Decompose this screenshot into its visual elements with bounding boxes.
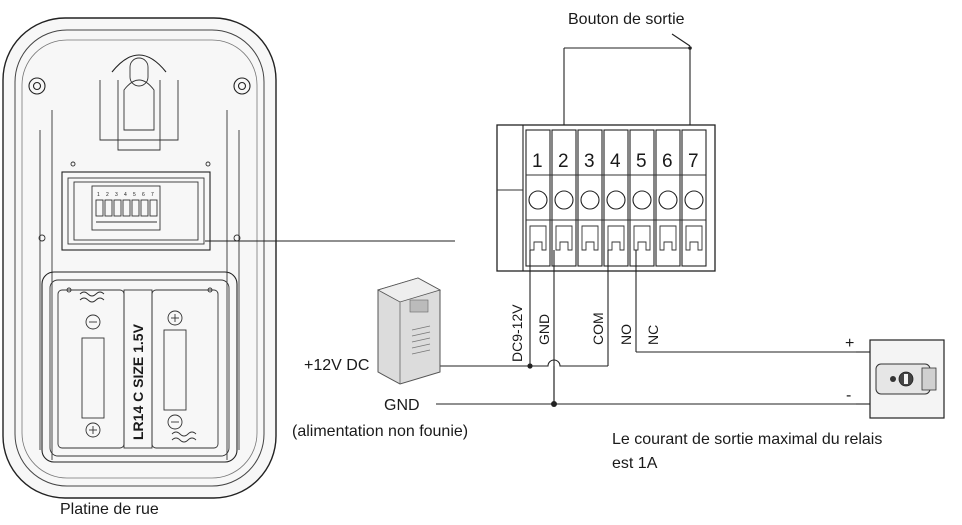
terminal-5: 5 <box>636 151 647 172</box>
wire-label-dc: DC9-12V <box>509 304 525 362</box>
dip-label-4: 4 <box>124 192 127 198</box>
terminal-6: 6 <box>662 151 673 172</box>
lock-plus-label: + <box>845 335 854 352</box>
ground-label: GND <box>384 397 420 414</box>
terminal-block <box>496 124 716 272</box>
wiring <box>434 250 870 407</box>
dip-label-5: 5 <box>133 192 136 198</box>
power-supply-label: +12V DC <box>304 357 369 374</box>
dip-label-3: 3 <box>115 192 118 198</box>
power-note: (alimentation non founie) <box>292 423 468 440</box>
exit-button-switch <box>563 33 692 130</box>
wire-label-nc: NC <box>645 325 661 345</box>
street-panel-label: Platine de rue <box>60 501 159 518</box>
battery-label: LR14 C SIZE 1.5V <box>130 323 146 440</box>
wire-label-gnd: GND <box>536 314 552 345</box>
dip-label-1: 1 <box>97 192 100 198</box>
dip-switches <box>95 199 158 223</box>
exit-button-label: Bouton de sortie <box>568 11 685 28</box>
power-supply-unit <box>376 277 442 385</box>
electric-lock <box>869 339 945 419</box>
dip-label-2: 2 <box>106 192 109 198</box>
relay-note-line1: Le courant de sortie maximal du relais <box>612 431 882 448</box>
street-panel-device: 1 2 3 4 5 6 7 LR14 C SIZE 1.5V <box>2 17 277 499</box>
wire-label-com: COM <box>590 312 606 345</box>
dip-label-7: 7 <box>151 192 154 198</box>
terminal-2: 2 <box>558 151 569 172</box>
terminal-3: 3 <box>584 151 595 172</box>
lock-minus-label: - <box>846 387 851 404</box>
dip-label-6: 6 <box>142 192 145 198</box>
terminal-4: 4 <box>610 151 621 172</box>
terminal-1: 1 <box>532 151 543 172</box>
wire-label-no: NO <box>618 324 634 345</box>
relay-note-line2: est 1A <box>612 455 658 472</box>
terminal-7: 7 <box>688 151 699 172</box>
